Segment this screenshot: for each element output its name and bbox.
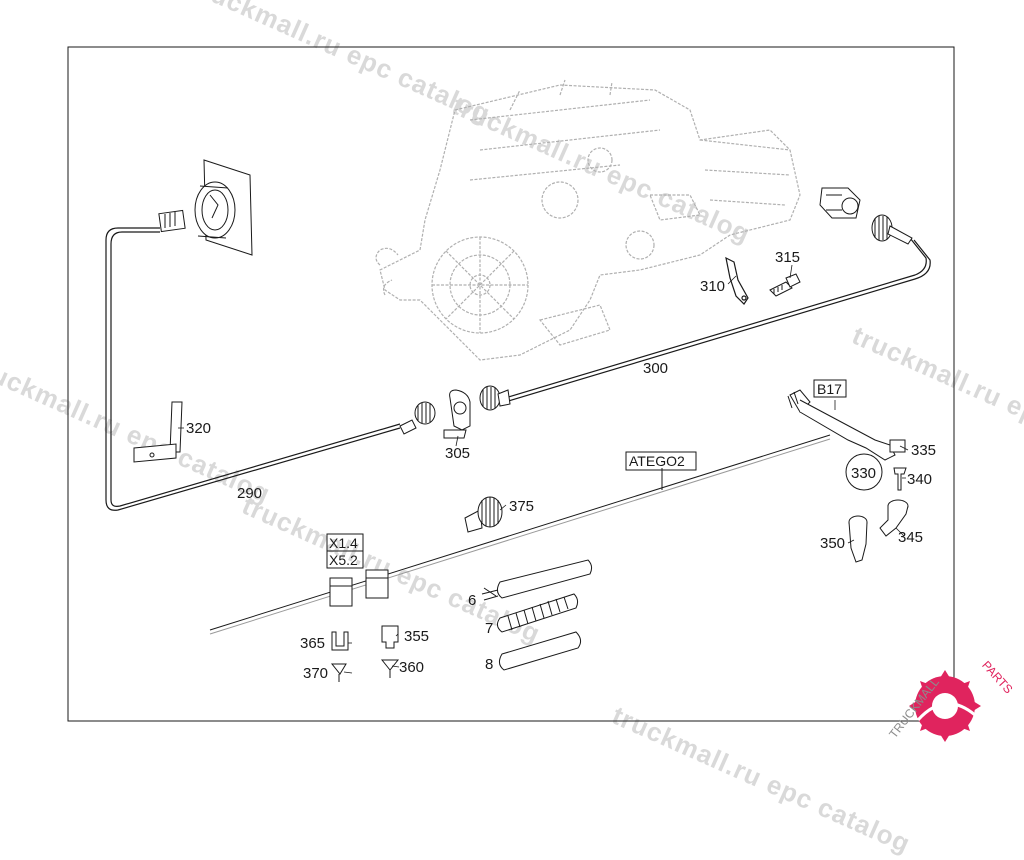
connector-290-plug — [158, 209, 186, 233]
box-x52 — [326, 550, 364, 569]
nut-375 — [464, 496, 503, 533]
label-8: 8 — [485, 656, 493, 673]
sensor-b17 — [787, 389, 906, 461]
connector-300-left — [479, 385, 511, 411]
boxed-label-texts: B17 ATEGO2 X1.4 X5.2 — [329, 381, 842, 568]
parts-diagram: 6 7 8 290 300 305 310 315 320 330 335 34… — [67, 46, 1016, 742]
label-365: 365 — [300, 635, 325, 652]
hose-6 — [481, 559, 593, 601]
hose-7 — [496, 593, 579, 633]
ring-330 — [845, 453, 883, 491]
label-x52: X5.2 — [329, 552, 358, 568]
label-330: 330 — [851, 465, 876, 482]
label-375: 375 — [509, 498, 534, 515]
label-350: 350 — [820, 535, 845, 552]
box-b17 — [813, 379, 847, 398]
label-x14: X1.4 — [329, 535, 358, 551]
bracket-310 — [725, 256, 749, 305]
label-300: 300 — [643, 360, 668, 377]
label-370: 370 — [303, 665, 328, 682]
cable-300 — [504, 237, 931, 403]
atego2-line — [209, 434, 831, 635]
connector-300-right — [871, 214, 913, 245]
pin-370 — [330, 663, 347, 682]
label-b17: B17 — [817, 381, 842, 397]
boxed-labels — [326, 379, 847, 569]
diagram-frame — [67, 46, 955, 722]
connector-355 — [381, 625, 399, 649]
fitting-350 — [848, 515, 868, 563]
part-340 — [893, 467, 907, 491]
bracket-305 — [443, 389, 471, 439]
hose-8 — [498, 631, 582, 671]
logo-text-right: PARTS — [979, 658, 1015, 696]
connector-x14 — [329, 577, 353, 607]
label-320: 320 — [186, 420, 211, 437]
gear-icon — [909, 670, 981, 742]
bolt-315 — [769, 273, 801, 297]
cable-290 — [105, 227, 401, 511]
label-315: 315 — [775, 249, 800, 266]
label-355: 355 — [404, 628, 429, 645]
box-atego2 — [625, 451, 697, 471]
label-335: 335 — [911, 442, 936, 459]
fitting-345 — [879, 499, 909, 537]
pin-360 — [380, 659, 400, 678]
bracket-320 — [133, 401, 183, 463]
tachograph-unit — [194, 159, 253, 256]
label-atego2: ATEGO2 — [629, 453, 685, 469]
label-6: 6 — [468, 592, 476, 609]
label-345: 345 — [898, 529, 923, 546]
label-7: 7 — [485, 620, 493, 637]
label-305: 305 — [445, 445, 470, 462]
engine-illustration — [375, 79, 801, 361]
label-310: 310 — [700, 278, 725, 295]
connector-290-nut — [399, 401, 436, 435]
label-360: 360 — [399, 659, 424, 676]
label-290: 290 — [237, 485, 262, 502]
label-340: 340 — [907, 471, 932, 488]
leader-lines — [178, 264, 909, 674]
connector-x52 — [365, 569, 389, 599]
connector-365 — [331, 631, 349, 651]
part-labels: 6 7 8 290 300 305 310 315 320 330 335 34… — [186, 249, 936, 682]
speed-sensor — [819, 187, 861, 219]
truckmall-logo: TRUCKMALL PARTS — [886, 658, 1016, 742]
